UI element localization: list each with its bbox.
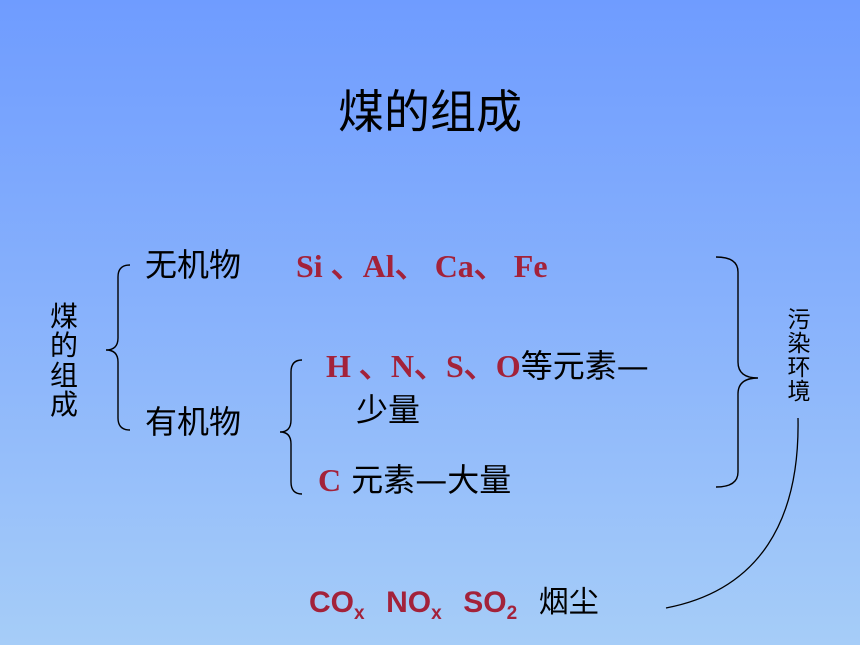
pollutants-line: COx NOx SO2 烟尘: [309, 582, 599, 624]
main-left-brace: [105, 264, 131, 431]
coal-composition-vertical-label: 煤 的 组 成: [44, 302, 84, 420]
minor-elements: H 、N、S、O: [326, 348, 521, 384]
organic-major-line: C 元素—大量: [318, 460, 511, 500]
pollutant-nox: NOx: [386, 586, 442, 624]
vertical-char: 组: [49, 358, 78, 392]
vertical-char: 染: [787, 331, 811, 358]
organic-label: 有机物: [145, 403, 242, 441]
right-closing-brace: [715, 256, 759, 488]
vertical-char: 成: [49, 388, 78, 422]
vertical-char: 环: [787, 355, 811, 382]
vertical-char: 污: [787, 307, 811, 333]
vertical-char: 的: [49, 329, 78, 363]
inorganic-elements: Si 、Al、 Ca、 Fe: [296, 248, 548, 284]
pollutant-cox: COx: [309, 586, 365, 624]
inorganic-label: 无机物: [145, 246, 242, 284]
minor-amount: 少量: [356, 391, 421, 429]
slide-title: 煤的组成: [338, 85, 522, 139]
vertical-char: 煤: [49, 300, 78, 333]
major-text: 元素—大量: [341, 461, 512, 499]
vertical-char: 境: [787, 379, 811, 406]
organic-minor-line: H 、N、S、O等元素—: [326, 346, 649, 386]
pollutant-so2: SO2: [463, 586, 518, 624]
pollution-connector-curve: [665, 417, 799, 609]
pollutant-dust: 烟尘: [538, 585, 599, 620]
organic-sub-brace: [279, 359, 303, 495]
major-element: C: [318, 462, 342, 498]
pollution-vertical-label: 污 染 环 境: [779, 308, 819, 405]
minor-text: 等元素—: [520, 347, 649, 385]
